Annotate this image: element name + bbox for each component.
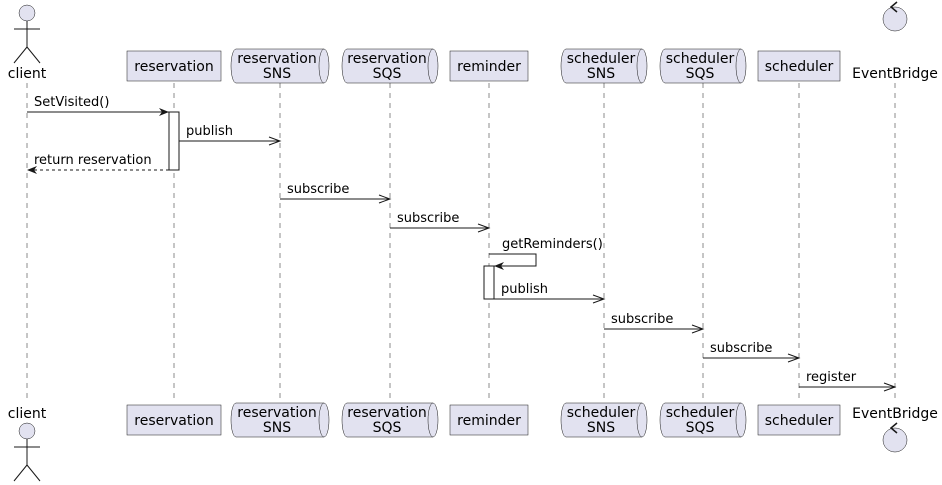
participant-client-bottom: client <box>8 406 47 482</box>
participant-label: SQS <box>686 420 715 436</box>
participant-reservation-bottom: reservation <box>126 404 222 436</box>
participant-scheduler-bottom: scheduler <box>757 404 841 436</box>
participant-label: SNS <box>587 420 615 436</box>
arrow-head <box>477 223 491 233</box>
message-line <box>489 253 537 267</box>
participant-reminder-bottom: reminder <box>449 404 529 436</box>
message-label: getReminders() <box>502 237 603 252</box>
participant-label: SQS <box>373 66 402 82</box>
participant-label: client <box>8 66 47 82</box>
participant-label: scheduler <box>567 51 636 67</box>
message: register <box>799 370 897 392</box>
control-icon <box>882 1 908 32</box>
arrow-head <box>494 262 504 270</box>
participant-label: SNS <box>263 420 291 436</box>
participant-label: reservation <box>347 51 426 67</box>
participant-scheduler-top: scheduler <box>757 50 841 82</box>
activation-reservation <box>168 111 180 171</box>
message-label: return reservation <box>34 153 152 168</box>
message: return reservation <box>27 153 169 174</box>
participant-box <box>757 50 841 82</box>
participant-label: reminder <box>457 413 521 429</box>
message: subscribe <box>280 182 392 204</box>
message-label: SetVisited() <box>34 95 109 110</box>
queue-end <box>427 402 434 438</box>
messages: SetVisited() publish return reservation sub… <box>27 95 897 392</box>
arrow-head <box>27 166 37 174</box>
participant-label: scheduler <box>666 405 735 421</box>
participant-client-top: client <box>8 4 47 82</box>
queue-end <box>427 48 434 84</box>
participant-label: scheduler <box>765 413 834 429</box>
message: SetVisited() <box>27 95 169 116</box>
message: subscribe <box>604 312 705 334</box>
participant-box <box>757 404 841 436</box>
queue-end <box>318 402 325 438</box>
activation-reminder <box>483 265 495 300</box>
message-label: publish <box>186 124 233 139</box>
queue-end <box>735 48 742 84</box>
message-label: subscribe <box>287 182 349 197</box>
participant-eventbridge-bottom: EventBridge <box>852 406 938 453</box>
message-label: subscribe <box>611 312 673 327</box>
arrow-head <box>159 108 169 116</box>
participant-label: SQS <box>686 66 715 82</box>
participant-reservation-top: reservation <box>126 50 222 82</box>
participant-box <box>126 50 222 82</box>
participant-box <box>449 404 529 436</box>
queue-end <box>318 48 325 84</box>
participant-label: scheduler <box>765 59 834 75</box>
arrow-head <box>268 136 282 146</box>
message-label: register <box>806 370 857 385</box>
arrow-head <box>883 382 897 392</box>
participant-label: SNS <box>587 66 615 82</box>
queue-end <box>636 402 643 438</box>
participant-reminder-top: reminder <box>449 50 529 82</box>
participant-label: SQS <box>373 420 402 436</box>
participant-label: SNS <box>263 66 291 82</box>
participant-label: reservation <box>237 51 316 67</box>
participant-label: scheduler <box>666 51 735 67</box>
message: getReminders() <box>489 237 603 270</box>
arrow-head <box>787 353 801 363</box>
participant-eventbridge-top: EventBridge <box>852 1 938 82</box>
message-label: subscribe <box>397 211 459 226</box>
message: publish <box>179 124 282 146</box>
participant-box <box>449 50 529 82</box>
queue-end <box>735 402 742 438</box>
arrow-head <box>378 194 392 204</box>
arrow-head <box>592 294 606 304</box>
control-icon <box>882 422 908 453</box>
participant-label: reservation <box>347 405 426 421</box>
message-label: publish <box>501 282 548 297</box>
participant-label: reservation <box>134 59 213 75</box>
arrow-head <box>691 324 705 334</box>
participant-label: reminder <box>457 59 521 75</box>
participant-box <box>126 404 222 436</box>
participant-label: EventBridge <box>852 406 938 422</box>
message: subscribe <box>703 341 801 363</box>
participant-label: client <box>8 406 47 422</box>
queue-end <box>636 48 643 84</box>
message: publish <box>494 282 606 304</box>
actor-icon <box>13 422 41 482</box>
message-label: subscribe <box>710 341 772 356</box>
message: subscribe <box>390 211 491 233</box>
participant-label: EventBridge <box>852 66 938 82</box>
participant-label: reservation <box>134 413 213 429</box>
actor-icon <box>13 4 41 64</box>
participant-label: reservation <box>237 405 316 421</box>
participant-label: scheduler <box>567 405 636 421</box>
